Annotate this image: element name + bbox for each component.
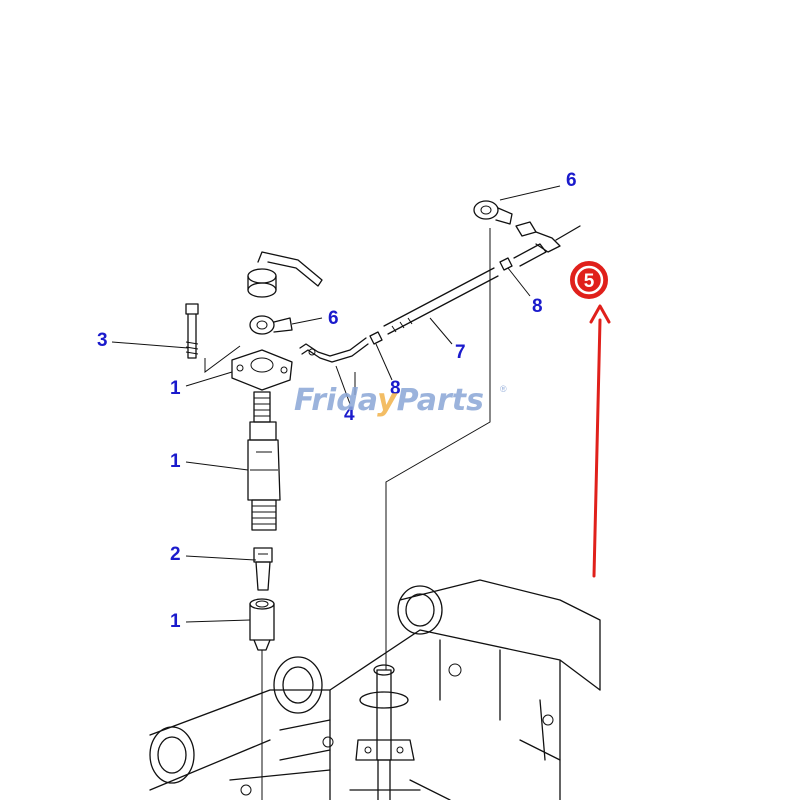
watermark-mark: ® [500,384,507,394]
callout-6-top: 6 [566,170,577,191]
callout-3: 3 [97,330,108,351]
highlight-arrow-head [589,304,611,324]
watermark-part1: Frida [294,383,377,418]
callout-leaders [111,185,561,623]
callout-6-mid: 6 [328,308,339,329]
injector-assembly [185,251,323,651]
callout-4: 4 [344,404,355,425]
highlight-ring-inner [574,265,604,295]
callout-1-flange: 1 [170,378,181,399]
callout-8-right: 8 [532,296,543,317]
callout-7: 7 [455,342,466,363]
callout-2: 2 [170,544,181,565]
highlight-label: 5 [584,271,595,292]
callout-1-body: 1 [170,451,181,472]
watermark-logo: FridayParts ® [294,383,507,418]
highlight-annotation: 5 [570,261,611,578]
callout-1-nozzle: 1 [170,611,181,632]
assembly-lines [261,228,491,800]
engine-block [149,579,601,800]
highlight-arrow-shaft [592,318,602,578]
callout-8-mid: 8 [390,378,401,399]
watermark-part2: y [377,383,398,418]
watermark-part3: Parts [397,383,484,418]
callout-labels: 6 8 6 7 3 1 8 4 1 2 1 [97,170,577,632]
leak-off-line [299,200,581,363]
svg-text:FridayParts: FridayParts [294,383,484,418]
